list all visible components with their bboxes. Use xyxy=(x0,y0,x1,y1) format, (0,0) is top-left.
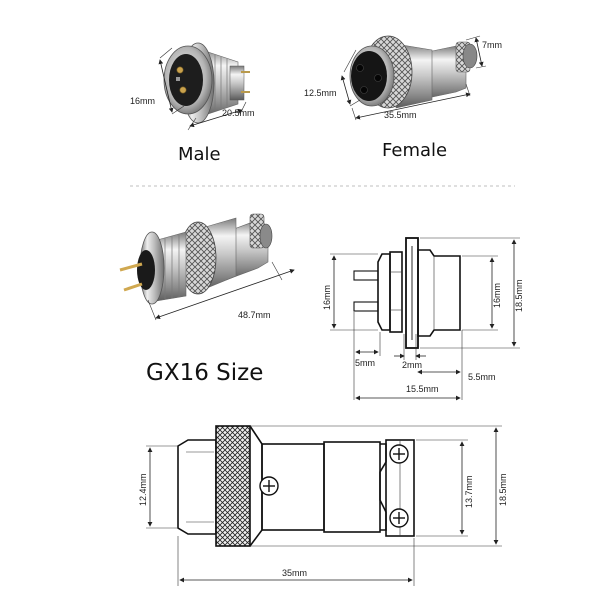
female-dimension-lines xyxy=(340,35,487,121)
side-nut-thickness-label: 2mm xyxy=(402,360,422,370)
male-diameter-label: 16mm xyxy=(130,96,155,106)
side-body-height-label: 16mm xyxy=(322,285,332,310)
side-total-length-label: 15.5mm xyxy=(406,384,439,394)
side-view-drawing xyxy=(353,237,461,349)
male-length-label: 20.5mm xyxy=(222,108,255,118)
side-flange-height-label: 18.5mm xyxy=(514,279,524,312)
plug-side-drawing xyxy=(177,425,415,547)
side-body-length-label: 5.5mm xyxy=(468,372,496,382)
plug-length-label: 35mm xyxy=(282,568,307,578)
plug-clamp-height-label: 13.7mm xyxy=(464,475,474,508)
male-connector-photo xyxy=(163,42,250,124)
female-connector-photo xyxy=(349,35,478,109)
side-view-dimension-lines xyxy=(330,237,520,401)
male-dimension-lines xyxy=(158,47,247,131)
gx16-size-title: GX16 Size xyxy=(146,360,263,386)
female-tail-label: 7mm xyxy=(482,40,502,50)
female-diameter-label: 12.5mm xyxy=(304,88,337,98)
side-thread-height-label: 16mm xyxy=(492,283,502,308)
plug-dimension-lines xyxy=(146,425,502,586)
plug-rear-diameter-label: 12.4mm xyxy=(138,473,148,506)
male-label: Male xyxy=(178,144,221,165)
assembled-dimension-line xyxy=(147,261,295,321)
plug-max-diameter-label: 18.5mm xyxy=(498,473,508,506)
assembled-length-label: 48.7mm xyxy=(238,310,271,320)
female-length-label: 35.5mm xyxy=(384,110,417,120)
assembled-connector-photo xyxy=(119,213,273,305)
female-label: Female xyxy=(382,140,447,161)
side-pin-length-label: 5mm xyxy=(355,358,375,368)
